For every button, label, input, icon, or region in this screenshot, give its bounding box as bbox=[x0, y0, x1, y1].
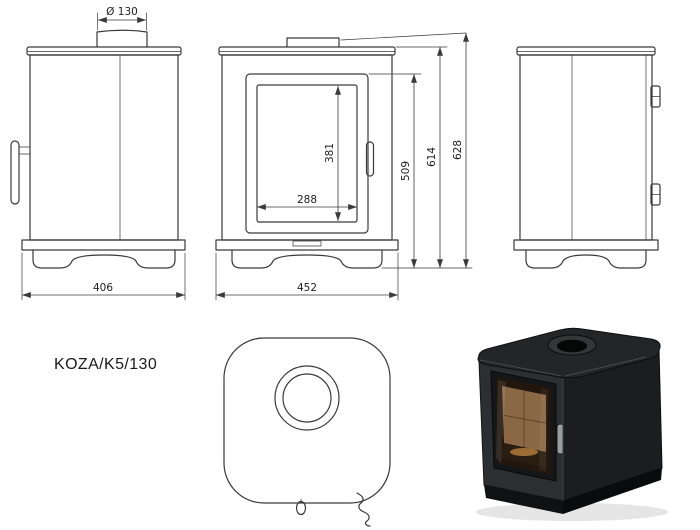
plinth-with-legs-right bbox=[525, 249, 647, 269]
product-flue-hole bbox=[557, 339, 587, 353]
stove-body-right bbox=[519, 54, 653, 241]
glass-width-label: 288 bbox=[297, 194, 317, 206]
hinge-bottom bbox=[650, 183, 661, 206]
flue-collar bbox=[96, 29, 148, 48]
firebox-lining-joints bbox=[501, 390, 547, 447]
dim-width-side: 406 bbox=[21, 252, 186, 301]
base-platform bbox=[21, 239, 186, 251]
product-photo bbox=[476, 327, 668, 521]
dim-glass-width: 288 bbox=[256, 194, 358, 210]
flue-collar-front bbox=[286, 37, 340, 48]
product-shadow bbox=[476, 503, 668, 521]
product-base-side bbox=[563, 468, 662, 514]
width-front-label: 452 bbox=[297, 282, 317, 294]
top-plate-highlight bbox=[479, 356, 647, 377]
model-label: KOZA/K5/130 bbox=[54, 356, 158, 373]
width-side-label: 406 bbox=[93, 282, 113, 294]
top-plate-front bbox=[218, 46, 396, 56]
dim-height-body: 614 bbox=[395, 46, 448, 269]
top-outline bbox=[223, 337, 391, 504]
hinge-top bbox=[650, 85, 661, 108]
front-view-drawing: 288 381 452 509 614 bbox=[215, 32, 473, 301]
product-base-front bbox=[484, 485, 563, 514]
base-platform-front bbox=[215, 239, 399, 251]
body-height-label: 614 bbox=[426, 147, 438, 167]
door-height-label: 509 bbox=[400, 161, 412, 181]
side-view-drawing: Ø 130 406 bbox=[10, 6, 186, 301]
stove-body bbox=[29, 54, 179, 241]
spring-handle-squiggle bbox=[356, 492, 371, 527]
dim-flue-diameter: Ø 130 bbox=[97, 6, 147, 31]
damper-knob bbox=[295, 498, 307, 516]
glass-height-label: 381 bbox=[324, 143, 336, 163]
flue-diameter-label: Ø 130 bbox=[106, 6, 138, 18]
dim-height-total: 628 bbox=[340, 32, 469, 269]
door-frame bbox=[245, 73, 369, 234]
flue-opening-inner bbox=[282, 373, 332, 423]
base-platform-right bbox=[513, 239, 659, 251]
dim-width-front: 452 bbox=[215, 252, 399, 301]
total-height-label: 628 bbox=[452, 140, 464, 160]
top-plate bbox=[26, 46, 182, 56]
side-door-handle bbox=[10, 140, 31, 205]
dim-height-door: 509 bbox=[368, 73, 422, 269]
top-view-drawing bbox=[223, 337, 391, 527]
firewood-glow bbox=[510, 448, 538, 456]
flue-opening-outer bbox=[274, 365, 340, 431]
door-glass bbox=[256, 84, 358, 223]
dim-glass-height: 381 bbox=[324, 85, 341, 222]
right-side-view-drawing bbox=[513, 46, 661, 269]
door-handle bbox=[365, 141, 375, 177]
glass-reflection-left bbox=[496, 380, 506, 463]
plinth-with-legs bbox=[32, 249, 176, 269]
top-plate-right bbox=[516, 46, 656, 56]
glass-reflection-right bbox=[539, 388, 548, 472]
plinth-with-legs-front bbox=[231, 249, 383, 269]
ash-lip-detail bbox=[292, 240, 322, 247]
product-door-handle bbox=[556, 423, 565, 455]
